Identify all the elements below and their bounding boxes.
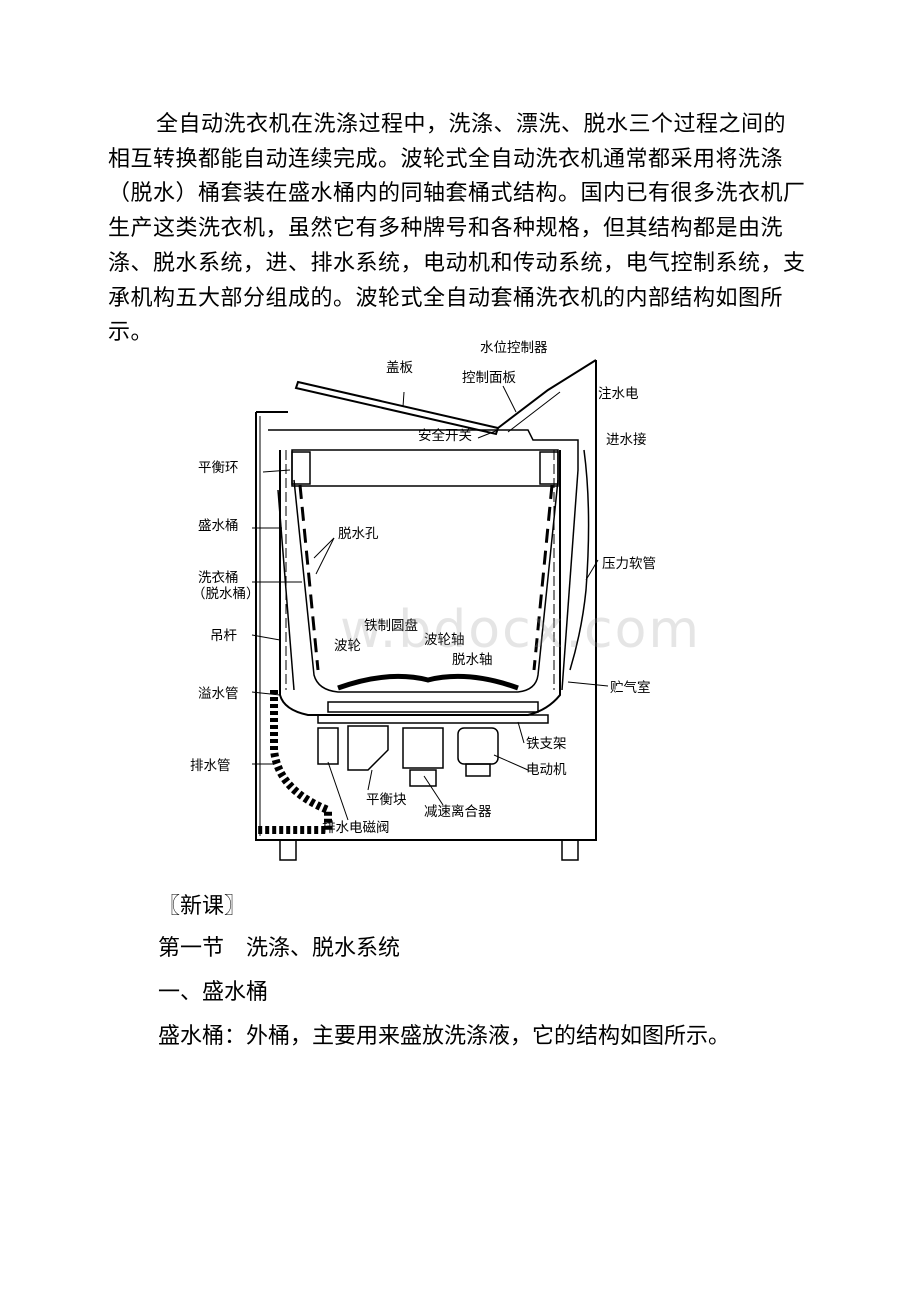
label-inner-tub-spin: （脱水桶） [192, 586, 260, 602]
label-air-chamber: 贮气室 [610, 680, 651, 696]
label-spin-shaft: 脱水轴 [452, 652, 493, 668]
section-title: 第一节 洗涤、脱水系统 [158, 936, 401, 961]
watermark: w.bdocx.com [340, 600, 702, 660]
label-clutch: 减速离合器 [424, 804, 492, 820]
label-safety-switch: 安全开关 [418, 428, 472, 444]
label-drain-valve: 排水电磁阀 [322, 820, 390, 836]
washing-machine-diagram: 水位控制器 盖板 控制面板 注水电 安全开关 进水接 平衡环 盛水桶 脱水孔 洗… [188, 330, 668, 870]
diagram-drawing [251, 359, 609, 861]
intro-text: 全自动洗衣机在洗涤过程中，洗涤、漂洗、脱水三个过程之间的相互转换都能自动连续完成… [108, 112, 806, 346]
label-overflow-pipe: 溢水管 [198, 686, 239, 702]
label-suspension-rod: 吊杆 [210, 628, 237, 644]
label-pulsator-shaft: 波轮轴 [424, 632, 465, 648]
label-inner-tub: 洗衣桶 [198, 570, 239, 586]
label-balance-ring: 平衡环 [198, 460, 239, 476]
label-iron-disc: 铁制圆盘 [364, 618, 418, 634]
label-motor: 电动机 [526, 762, 567, 778]
subsection-title: 一、盛水桶 [158, 980, 269, 1005]
label-water-level-controller: 水位控制器 [480, 340, 548, 356]
label-lid: 盖板 [386, 360, 413, 376]
label-spin-holes: 脱水孔 [338, 526, 379, 542]
label-counterweight: 平衡块 [366, 792, 407, 808]
label-outer-tub: 盛水桶 [198, 518, 239, 534]
label-drain-pipe: 排水管 [190, 758, 231, 774]
label-pulsator: 波轮 [334, 638, 361, 654]
body-text: 盛水桶：外桶，主要用来盛放洗涤液，它的结构如图所示。 [158, 1024, 731, 1049]
label-iron-bracket: 铁支架 [526, 736, 567, 752]
label-inlet-valve: 注水电 [598, 386, 639, 402]
label-inlet-joint: 进水接 [606, 432, 647, 448]
new-lesson-marker: 〖新课〗 [158, 894, 247, 919]
label-control-panel: 控制面板 [462, 370, 516, 386]
intro-paragraph: 全自动洗衣机在洗涤过程中，洗涤、漂洗、脱水三个过程之间的相互转换都能自动连续完成… [108, 108, 808, 351]
label-pressure-hose: 压力软管 [602, 556, 656, 572]
